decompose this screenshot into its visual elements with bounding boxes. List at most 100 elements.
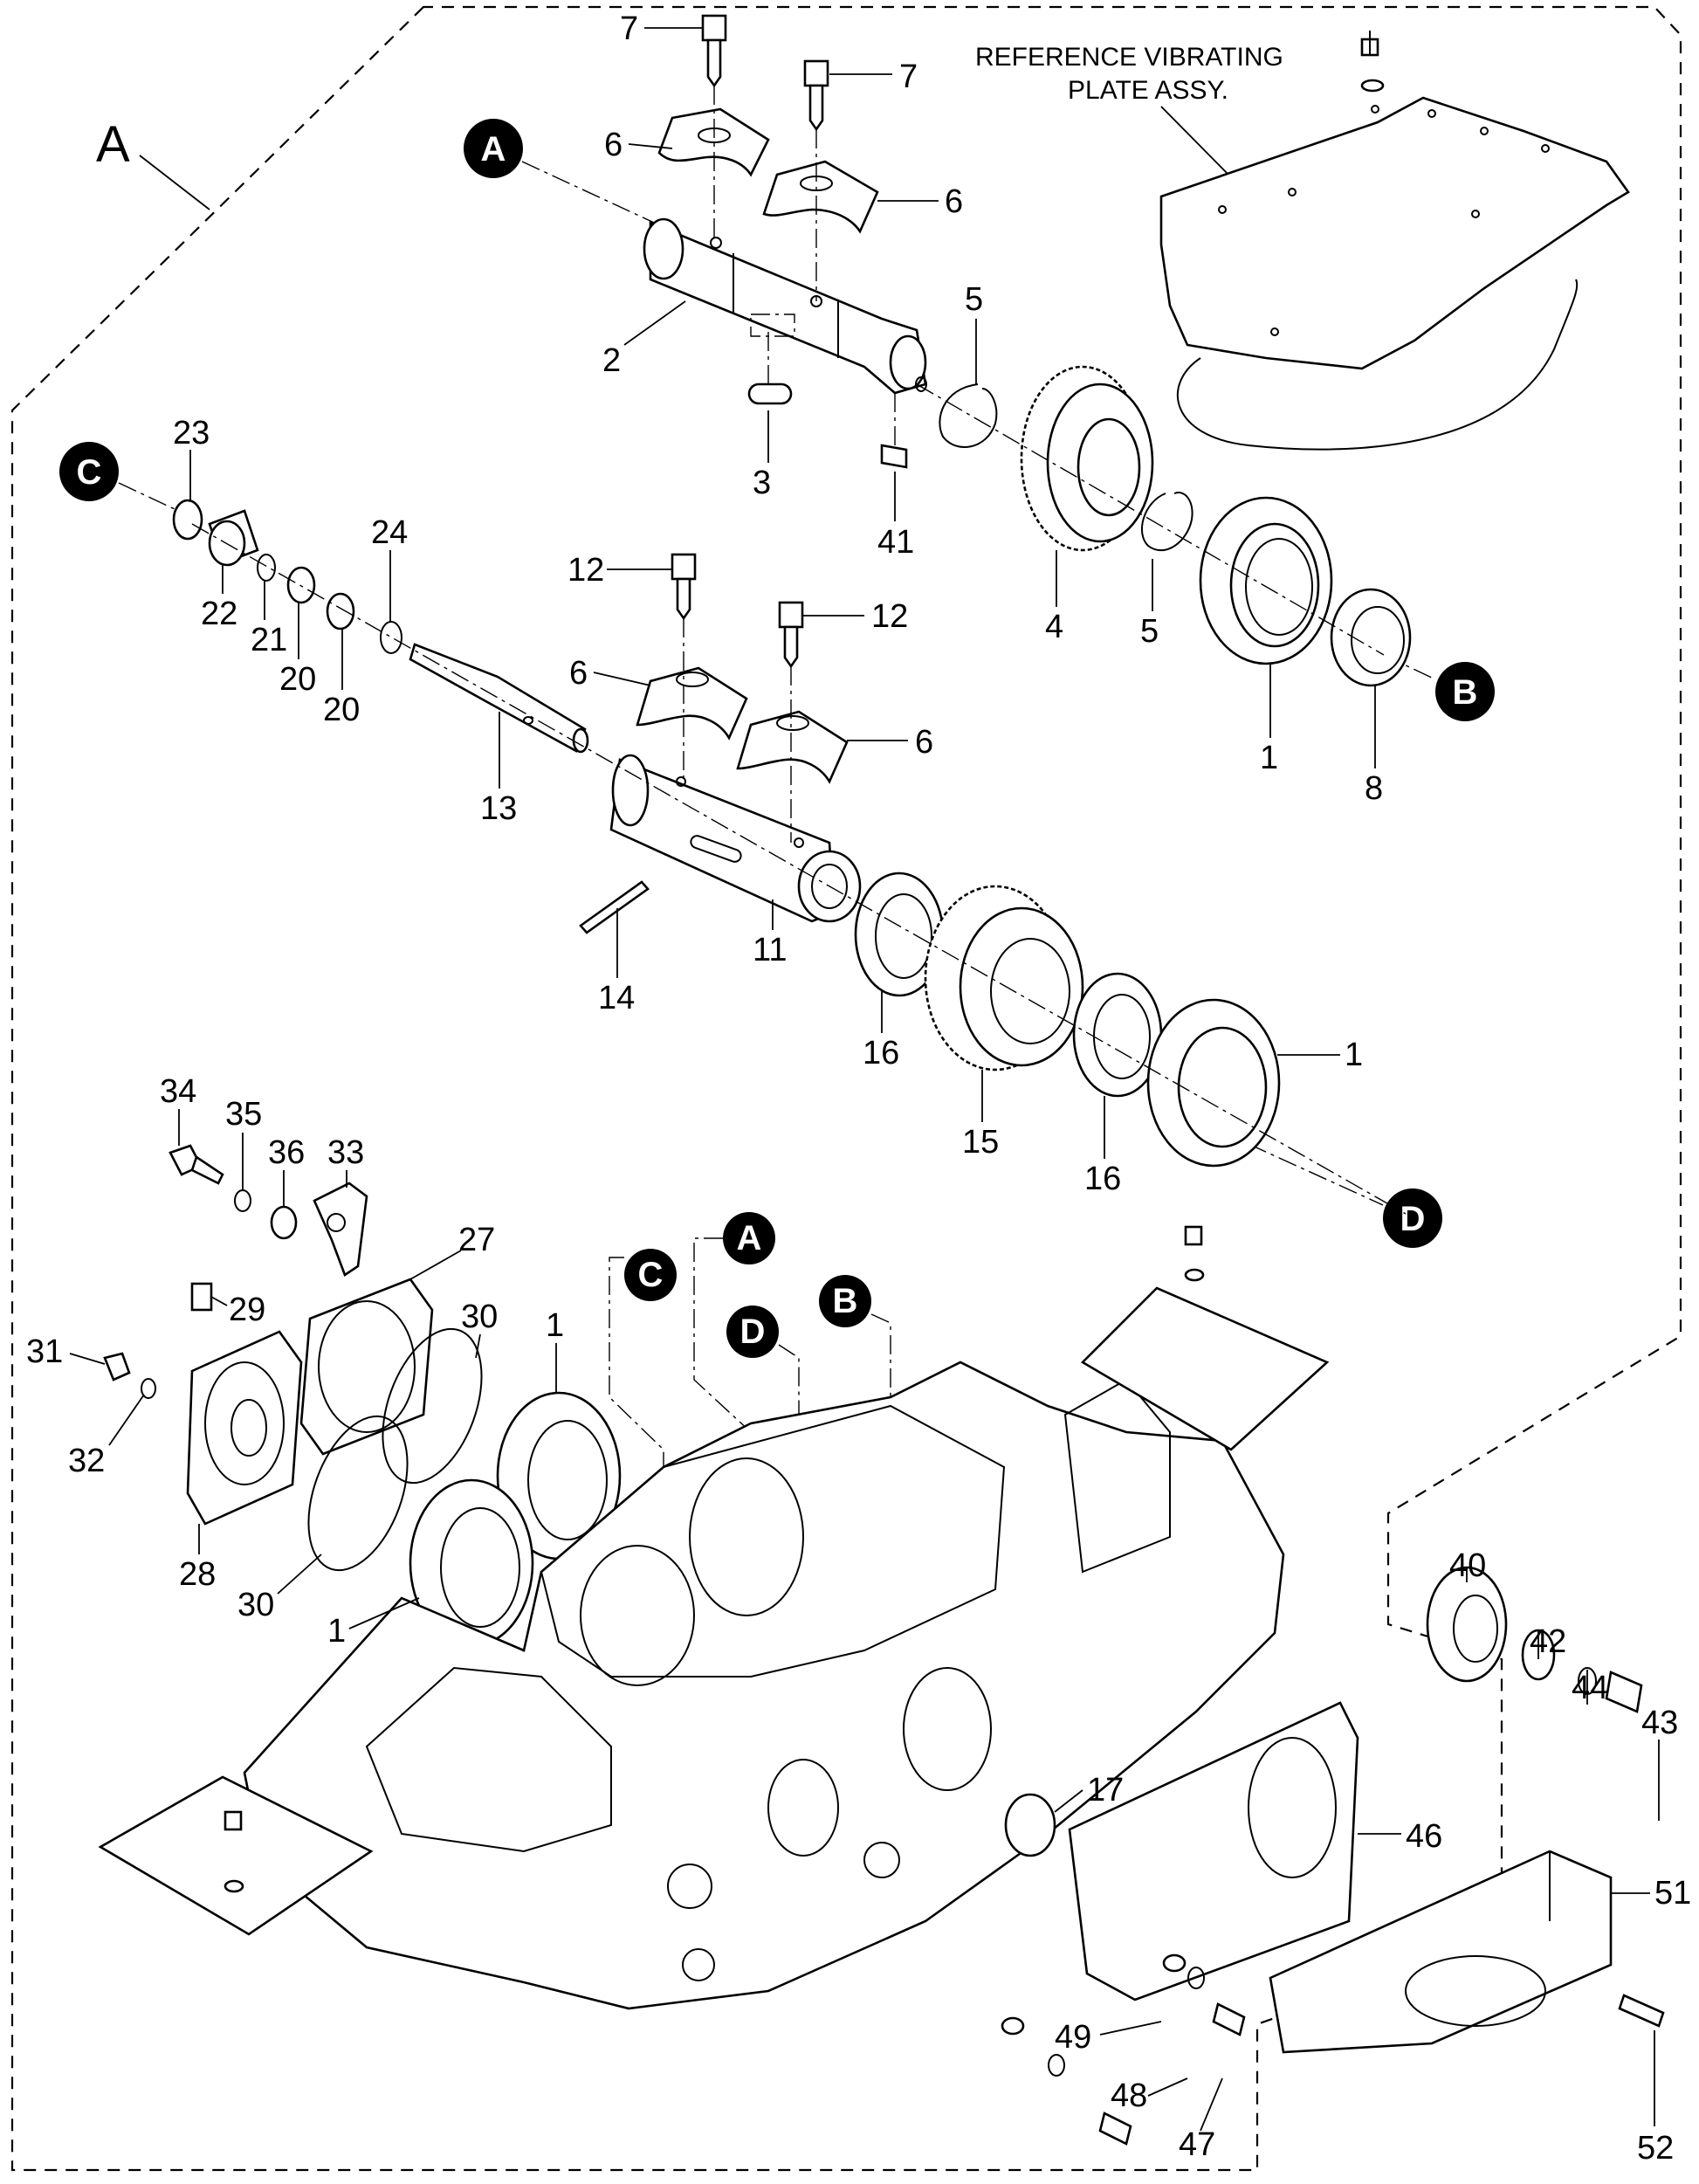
svg-text:C: C xyxy=(77,453,102,492)
svg-text:49: 49 xyxy=(1055,2019,1091,2056)
label-20-b: 20 xyxy=(323,629,360,728)
svg-text:D: D xyxy=(740,1312,766,1351)
bearing-part-1-middle xyxy=(1146,998,1281,1168)
bolt-part-43 xyxy=(1605,1671,1643,1713)
cover-plate-bottom xyxy=(98,1775,374,1936)
shaft-part-13 xyxy=(409,643,589,754)
cap-screw-12-left xyxy=(671,553,697,782)
svg-text:24: 24 xyxy=(371,514,408,551)
label-51: 51 xyxy=(1611,1875,1691,1912)
label-30-upper: 30 xyxy=(461,1299,498,1359)
cap-screw-12-right xyxy=(778,601,804,843)
label-8: 8 xyxy=(1365,686,1383,807)
ref-marker-d-top: D xyxy=(1248,1143,1442,1248)
label-30-lower: 30 xyxy=(237,1554,322,1623)
svg-text:13: 13 xyxy=(480,790,517,827)
bearing-cap-6-upper-right xyxy=(762,160,879,234)
label-35: 35 xyxy=(225,1096,262,1189)
svg-text:A: A xyxy=(737,1219,762,1257)
washer-part-36 xyxy=(270,1205,298,1240)
bracket-part-33 xyxy=(313,1182,368,1277)
svg-text:30: 30 xyxy=(461,1299,498,1335)
svg-text:2: 2 xyxy=(602,342,621,379)
label-21: 21 xyxy=(251,581,287,658)
svg-text:36: 36 xyxy=(268,1134,305,1171)
svg-text:46: 46 xyxy=(1406,1818,1442,1855)
svg-text:42: 42 xyxy=(1530,1623,1566,1660)
reference-note: REFERENCE VIBRATING PLATE ASSY. xyxy=(975,43,1283,180)
snap-ring-part-24 xyxy=(380,621,402,654)
label-16-left: 16 xyxy=(863,991,899,1071)
svg-text:7: 7 xyxy=(899,59,918,95)
svg-text:12: 12 xyxy=(871,598,908,635)
svg-text:3: 3 xyxy=(753,465,771,501)
label-24: 24 xyxy=(371,514,408,622)
label-2: 2 xyxy=(602,300,686,379)
svg-text:47: 47 xyxy=(1179,2126,1215,2163)
svg-text:48: 48 xyxy=(1111,2077,1147,2114)
svg-text:34: 34 xyxy=(160,1073,196,1110)
label-6-d: 6 xyxy=(847,724,933,761)
label-1-left-upper: 1 xyxy=(546,1307,564,1393)
label-49: 49 xyxy=(1055,2019,1162,2056)
label-41: 41 xyxy=(877,472,914,561)
svg-text:12: 12 xyxy=(567,552,604,589)
svg-text:1: 1 xyxy=(1345,1037,1363,1073)
svg-text:44: 44 xyxy=(1572,1670,1608,1706)
svg-text:15: 15 xyxy=(962,1124,999,1161)
cover-plate-top xyxy=(1080,1225,1330,1451)
label-5-top: 5 xyxy=(965,281,983,384)
svg-text:43: 43 xyxy=(1641,1705,1678,1741)
svg-text:20: 20 xyxy=(279,661,316,698)
svg-text:33: 33 xyxy=(327,1134,364,1171)
label-32: 32 xyxy=(68,1394,145,1479)
svg-text:6: 6 xyxy=(915,724,933,761)
plug-part-31 xyxy=(103,1352,131,1381)
washer-part-32 xyxy=(141,1378,156,1399)
key-part-3 xyxy=(747,332,793,405)
group-a-boundary: A xyxy=(10,5,1682,2172)
bearing-cap-6-lower-right xyxy=(736,710,849,784)
svg-text:1: 1 xyxy=(546,1307,564,1344)
label-29: 29 xyxy=(210,1292,265,1328)
label-27: 27 xyxy=(409,1222,495,1280)
label-6-a: 6 xyxy=(604,127,673,163)
plug-part-17 xyxy=(1004,1793,1056,1857)
o-ring-part-30-upper xyxy=(382,1327,483,1485)
svg-text:1: 1 xyxy=(1260,740,1278,776)
svg-text:D: D xyxy=(1400,1200,1426,1238)
bolt-part-34 xyxy=(169,1144,224,1185)
shaft-part-2 xyxy=(643,217,927,395)
svg-text:21: 21 xyxy=(251,622,287,658)
label-52: 52 xyxy=(1637,2030,1674,2167)
label-4: 4 xyxy=(1045,550,1063,645)
label-11: 11 xyxy=(753,899,787,968)
bearing-part-1-left-upper xyxy=(496,1391,622,1560)
snap-ring-5-lower xyxy=(1140,492,1193,552)
label-17: 17 xyxy=(1054,1772,1124,1813)
label-7-right: 7 xyxy=(829,59,918,95)
label-1-left-lower: 1 xyxy=(327,1597,420,1650)
label-33: 33 xyxy=(327,1134,364,1188)
svg-text:29: 29 xyxy=(229,1292,265,1328)
svg-text:6: 6 xyxy=(604,127,623,163)
seal-part-23 xyxy=(172,499,203,541)
svg-text:20: 20 xyxy=(323,692,360,728)
o-ring-part-21 xyxy=(257,554,276,582)
upper-shaft-centerline xyxy=(916,383,1385,656)
svg-text:35: 35 xyxy=(225,1096,262,1133)
svg-text:51: 51 xyxy=(1654,1875,1691,1912)
label-28: 28 xyxy=(179,1524,216,1593)
bearing-part-1-upper xyxy=(1199,496,1333,665)
label-34: 34 xyxy=(160,1073,196,1146)
cover-part-27 xyxy=(299,1278,434,1456)
gear-part-15 xyxy=(924,885,1084,1071)
svg-text:52: 52 xyxy=(1637,2130,1674,2167)
label-14: 14 xyxy=(598,908,635,1016)
label-31: 31 xyxy=(26,1333,106,1370)
label-48: 48 xyxy=(1111,2077,1188,2114)
flange-part-28 xyxy=(186,1330,303,1526)
pulley-part-40 xyxy=(1426,1566,1508,1683)
vibrating-plate-reference xyxy=(1159,31,1630,451)
